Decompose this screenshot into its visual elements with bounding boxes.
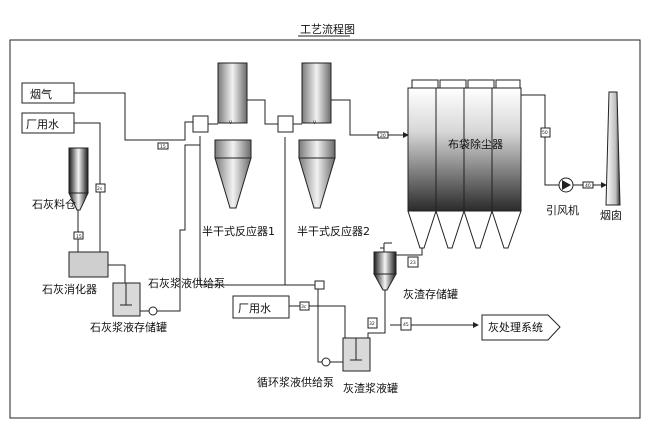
tag-2s: 2s bbox=[97, 186, 103, 192]
tag-45-box bbox=[400, 317, 412, 331]
baghouse-top-duct-4 bbox=[495, 79, 521, 88]
ash-slurry-tank-label: 灰渣浆液罐 bbox=[343, 381, 398, 395]
tag-50-box bbox=[540, 127, 551, 138]
tag-circ-box bbox=[314, 280, 325, 290]
tag-32: 32 bbox=[369, 321, 375, 327]
reactor1-top bbox=[217, 62, 248, 124]
tag-32-box bbox=[367, 317, 378, 329]
ash-storage-cone bbox=[373, 273, 397, 291]
flue-gas-label: 烟气 bbox=[30, 87, 52, 101]
baghouse-label: 布袋除尘器 bbox=[448, 137, 503, 151]
tag-40-box bbox=[582, 181, 594, 189]
circ-pump-icon bbox=[321, 357, 331, 367]
ash-to-slurry-line bbox=[367, 290, 386, 338]
lime-silo-label: 石灰料仓 bbox=[32, 197, 76, 211]
slaker-to-tank-line bbox=[108, 264, 126, 283]
ash-storage-tank bbox=[373, 251, 397, 275]
lime-pump-icon bbox=[148, 306, 158, 316]
reactor2-mixer bbox=[277, 115, 294, 133]
chimney-icon bbox=[605, 91, 621, 206]
lime-slaker-tank bbox=[68, 251, 109, 278]
flue-gas-line bbox=[74, 92, 193, 141]
reactor1-outlet bbox=[247, 99, 278, 125]
baghouse-hopper-3 bbox=[463, 210, 493, 249]
baghouse-top-duct-3 bbox=[467, 79, 495, 88]
tag-15: 15 bbox=[160, 144, 166, 150]
reactor2-to-baghouse bbox=[331, 99, 409, 138]
reactor2-cone bbox=[298, 157, 336, 209]
tag-15-box bbox=[157, 142, 169, 150]
diagram-frame bbox=[9, 39, 641, 419]
ash-storage-label: 灰渣存储罐 bbox=[403, 287, 458, 301]
baghouse-hopper-2 bbox=[435, 210, 465, 249]
tag-45: 45 bbox=[403, 322, 409, 328]
reactor1-label: 半干式反应器1 bbox=[202, 224, 275, 238]
chimney-label: 烟囱 bbox=[600, 208, 622, 222]
diagram-title: 工艺流程图 bbox=[300, 22, 355, 36]
tag-20-box bbox=[377, 131, 389, 139]
baghouse-to-fan bbox=[521, 94, 559, 186]
plant-water-label-mid: 厂用水 bbox=[238, 302, 271, 315]
tag-23: 23 bbox=[410, 260, 416, 266]
tag-23-box bbox=[407, 256, 419, 268]
reactor1-mid bbox=[214, 139, 252, 159]
reactor1-v: V bbox=[229, 120, 233, 126]
reactor1-cone bbox=[214, 157, 252, 209]
lime-slurry-tank-label: 石灰浆液存储罐 bbox=[90, 320, 167, 334]
tag-20: 20 bbox=[380, 133, 386, 139]
water-to-slurry-line bbox=[289, 305, 346, 338]
tag-40: 40 bbox=[585, 183, 591, 189]
plant-water-label-top: 厂用水 bbox=[26, 118, 59, 131]
tag-15b-box bbox=[73, 231, 84, 240]
lime-slaker-label: 石灰消化器 bbox=[42, 282, 97, 296]
reactor1-mixer bbox=[192, 115, 209, 133]
baghouse-top-duct-1 bbox=[411, 79, 439, 88]
tag-2s-box bbox=[95, 183, 106, 193]
tag-50: 50 bbox=[542, 130, 548, 136]
baghouse-hopper-1 bbox=[407, 210, 437, 249]
fan-arrow-icon bbox=[562, 180, 571, 190]
ash-treatment-box bbox=[481, 314, 561, 341]
water-line-slaker bbox=[74, 122, 101, 253]
tag-3c: 3c bbox=[301, 304, 307, 310]
fan-label: 引风机 bbox=[546, 203, 579, 217]
lime-silo-cone bbox=[68, 192, 89, 211]
tag-15b: 15 bbox=[76, 234, 82, 240]
lime-pump-label: 石灰浆液供给泵 bbox=[148, 276, 225, 290]
reactor2-top bbox=[301, 62, 332, 124]
lime-silo-body bbox=[68, 147, 89, 194]
tag-3c-box bbox=[299, 301, 310, 311]
ash-treatment-label: 灰处理系统 bbox=[488, 320, 543, 334]
reactor2-label: 半干式反应器2 bbox=[297, 224, 370, 238]
baghouse-top-duct-2 bbox=[439, 79, 467, 88]
reactor2-v: V bbox=[313, 120, 317, 126]
baghouse-hopper-4 bbox=[491, 210, 522, 249]
reactor2-mid bbox=[298, 139, 336, 159]
circ-pump-label: 循环浆液供给泵 bbox=[257, 375, 334, 389]
plant-water-mid-box bbox=[232, 295, 290, 319]
